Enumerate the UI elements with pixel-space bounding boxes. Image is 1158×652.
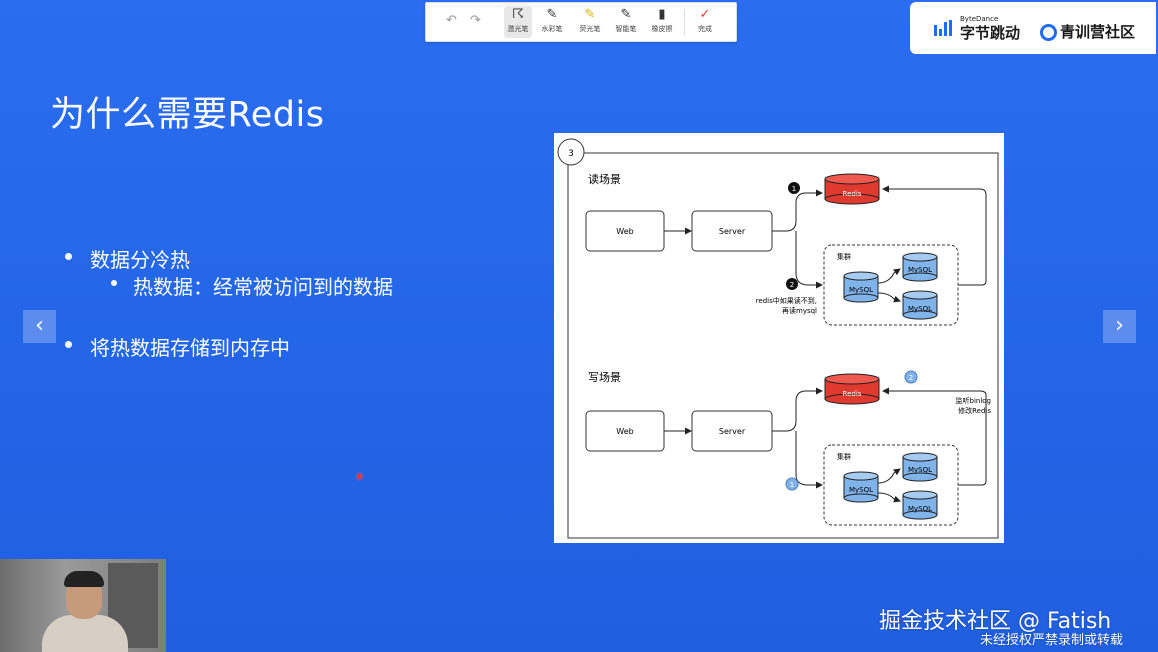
diagram-badge <box>557 138 585 166</box>
tool-done[interactable]: ✓ 完成 <box>692 6 718 38</box>
bullet-item: 将热数据存储到内存中 <box>65 332 290 361</box>
laser-pen-icon: ☈ <box>512 7 524 22</box>
watercolor-pen-icon: ✎ <box>546 7 558 22</box>
read-mysql-replica-icon: MySQL <box>902 290 938 320</box>
svg-text:MySQL: MySQL <box>849 286 873 294</box>
write-step-2-badge <box>904 370 918 384</box>
tool-smart-pen[interactable]: ✎ 智能笔 <box>612 6 640 38</box>
read-mysql-master-icon: MySQL <box>843 271 879 303</box>
check-icon: ✓ <box>699 7 711 22</box>
write-note: 监听binlog <box>956 396 992 405</box>
slide-title: 为什么需要Redis <box>50 95 325 135</box>
read-scene-title: 读场景 <box>588 172 621 186</box>
annotation-toolbar: ↶ ↷ ☈ 激光笔 ✎ 水彩笔 ✎ 荧光笔 ✎ 智能笔 ▮ 橡皮擦 ✓ 完成 <box>425 2 737 42</box>
eraser-icon: ▮ <box>658 7 666 22</box>
svg-text:Redis: Redis <box>843 390 862 398</box>
svg-text:MySQL: MySQL <box>908 505 932 513</box>
svg-text:2: 2 <box>909 374 913 382</box>
svg-text:Redis: Redis <box>843 190 862 198</box>
read-cluster-box <box>823 244 959 326</box>
read-mysql-replica-icon: MySQL <box>902 252 938 282</box>
tool-highlighter[interactable]: ✎ 荧光笔 <box>576 6 604 38</box>
chevron-right-icon: › <box>1115 313 1124 338</box>
bytedance-logo-icon <box>934 20 954 36</box>
bullet-subitem: 热数据：经常被访问到的数据 <box>111 271 393 300</box>
redo-icon[interactable]: ↷ <box>470 13 481 28</box>
svg-text:Web: Web <box>616 227 633 236</box>
undo-icon[interactable]: ↶ <box>446 13 457 28</box>
svg-text:Web: Web <box>616 427 633 436</box>
redis-architecture-diagram: 3 读场景 Web Server 1 2 redis中如果读不到, 再读mysq… <box>554 133 1004 543</box>
brand-logo: ByteDance 字节跳动 青训营社区 <box>910 2 1156 54</box>
highlighter-icon: ✎ <box>584 7 596 22</box>
next-slide-button[interactable]: › <box>1103 310 1136 343</box>
write-mysql-replica-icon: MySQL <box>902 452 938 482</box>
svg-text:再读mysql: 再读mysql <box>782 306 817 315</box>
write-redis-db-icon: Redis <box>824 373 880 405</box>
svg-text:1: 1 <box>790 481 794 489</box>
svg-text:1: 1 <box>792 185 796 193</box>
prev-slide-button[interactable]: ‹ <box>23 310 56 343</box>
write-mysql-master-icon: MySQL <box>843 471 879 503</box>
smart-pen-icon: ✎ <box>620 7 632 22</box>
brand-camp: 青训营社区 <box>1060 23 1136 41</box>
svg-text:Server: Server <box>719 427 746 436</box>
read-step-1-badge <box>788 182 800 194</box>
brand-name: 字节跳动 <box>960 24 1021 42</box>
bullet-item: 数据分冷热 <box>65 244 190 273</box>
write-mysql-replica-icon: MySQL <box>902 490 938 520</box>
svg-text:集群: 集群 <box>837 452 851 461</box>
svg-text:2: 2 <box>790 281 794 289</box>
toolbar-divider <box>684 9 685 35</box>
watermark-author: 掘金技术社区 @ Fatish <box>879 609 1112 634</box>
read-step-2-badge <box>786 278 798 290</box>
svg-text:MySQL: MySQL <box>908 266 932 274</box>
write-cluster-box <box>823 444 959 526</box>
svg-text:集群: 集群 <box>837 252 851 261</box>
tool-laser-pen[interactable]: ☈ 激光笔 <box>504 6 532 38</box>
presenter-avatar <box>42 615 128 652</box>
chevron-left-icon: ‹ <box>35 313 44 338</box>
svg-text:MySQL: MySQL <box>908 305 932 313</box>
tool-watercolor-pen[interactable]: ✎ 水彩笔 <box>538 6 566 38</box>
tool-eraser[interactable]: ▮ 橡皮擦 <box>648 6 676 38</box>
read-redis-db-icon: Redis <box>824 173 880 205</box>
bullet-dot-icon <box>111 280 117 286</box>
svg-text:MySQL: MySQL <box>908 466 932 474</box>
svg-text:Server: Server <box>719 227 746 236</box>
diagram-badge-text: 3 <box>568 149 574 159</box>
bullet-dot-icon <box>65 341 72 348</box>
bullet-dot-icon <box>65 253 72 260</box>
presenter-webcam <box>0 559 166 652</box>
svg-text:修改Redis: 修改Redis <box>958 406 991 415</box>
laser-pointer <box>357 474 362 479</box>
write-scene-title: 写场景 <box>588 370 621 384</box>
brand-small-text: ByteDance <box>960 15 999 23</box>
read-note: redis中如果读不到, <box>756 296 817 305</box>
watermark-notice: 未经授权严禁录制或转载 <box>980 633 1124 648</box>
write-step-1-badge <box>785 477 799 491</box>
camp-logo-icon <box>1040 24 1057 41</box>
svg-text:MySQL: MySQL <box>849 486 873 494</box>
